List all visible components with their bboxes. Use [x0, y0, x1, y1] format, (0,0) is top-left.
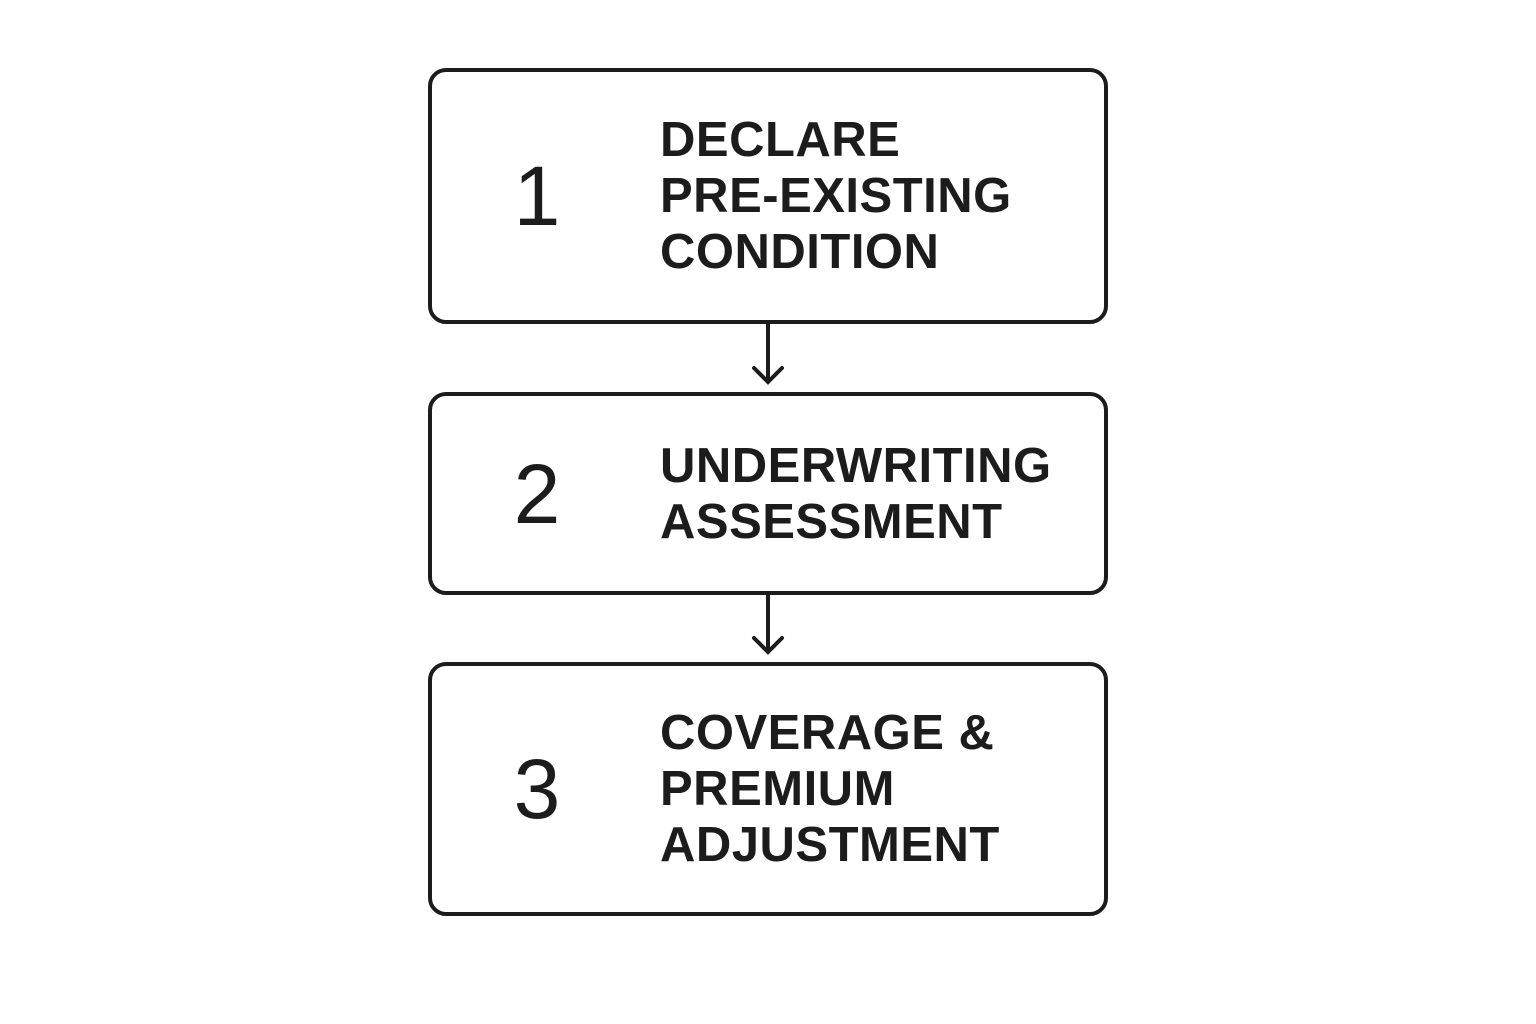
step-label: COVERAGE & PREMIUM ADJUSTMENT: [660, 705, 1000, 873]
step-box-3: 3 COVERAGE & PREMIUM ADJUSTMENT: [428, 662, 1108, 916]
down-arrow-icon: [752, 324, 784, 385]
step-number: 3: [513, 742, 561, 836]
step-label-line: PREMIUM: [660, 762, 895, 816]
step-number: 2: [513, 446, 561, 541]
step-label-line: DECLARE: [660, 113, 901, 167]
step-label-line: UNDERWRITING: [660, 438, 1052, 493]
down-arrow-icon: [752, 595, 784, 655]
step-box-2: 2 UNDERWRITING ASSESSMENT: [428, 392, 1108, 595]
step-label-line: ADJUSTMENT: [660, 818, 1000, 872]
step-label-line: ASSESSMENT: [660, 494, 1003, 549]
step-box-1: 1 DECLARE PRE-EXISTING CONDITION: [428, 68, 1108, 324]
step-number: 1: [513, 149, 561, 243]
step-label-line: COVERAGE &: [660, 706, 995, 760]
step-label: DECLARE PRE-EXISTING CONDITION: [660, 112, 1012, 280]
step-label: UNDERWRITING ASSESSMENT: [660, 438, 1052, 550]
step-label-line: PRE-EXISTING: [660, 169, 1012, 223]
step-label-line: CONDITION: [660, 225, 940, 279]
